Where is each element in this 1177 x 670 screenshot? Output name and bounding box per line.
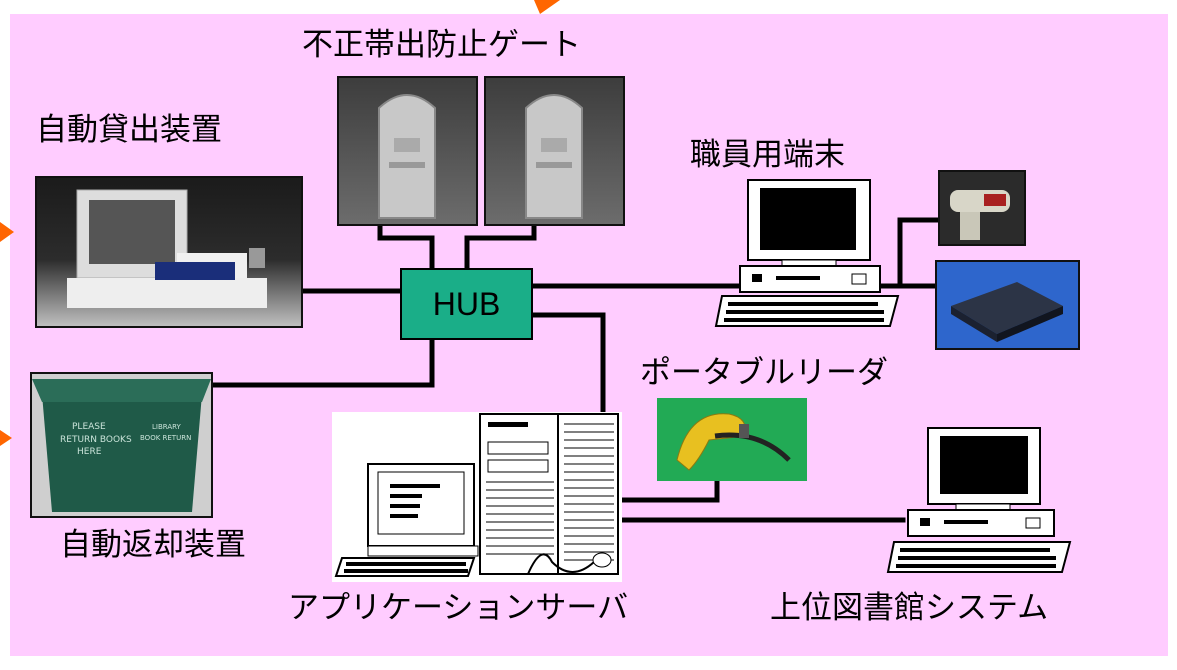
svg-text:RETURN BOOKS: RETURN BOOKS [60,435,132,445]
self-return-photo: PLEASE RETURN BOOKS HERE LIBRARY BOOK RE… [30,372,213,518]
staff-terminal-icon [714,179,900,327]
server-computer-icon [334,413,619,577]
security-gate-photo-left [337,76,478,226]
self-checkout-photo [35,176,303,328]
application-server-image [332,412,622,582]
hub-label: HUB [432,285,501,322]
security-gate-photo-right [484,76,625,226]
svg-text:PLEASE: PLEASE [72,422,106,432]
portable-reader-label: ポータブルリーダ [640,355,888,391]
network-hub: HUB [400,268,533,340]
gate-panel-icon [525,94,583,219]
svg-text:HERE: HERE [77,447,102,457]
upper-system-label: 上位図書館システム [770,590,1049,626]
upper-library-system-icon [886,427,1072,573]
app-server-label: アプリケーションサーバ [288,590,629,626]
reader-box-icon [951,282,1063,342]
checkout-machine-icon [67,189,267,308]
portable-reader-photo [657,398,807,481]
svg-text:LIBRARY: LIBRARY [152,423,182,431]
handheld-reader-icon [676,413,791,471]
self-return-label: 自動返却装置 [60,527,246,563]
rfid-reader-box-photo [935,260,1080,350]
gate-label: 不正帯出防止ゲート [302,27,581,63]
svg-text:BOOK RETURN: BOOK RETURN [140,434,191,442]
scanner-icon [950,190,1010,240]
gate-panel-icon [378,94,436,219]
barcode-scanner-photo [938,170,1026,246]
staff-terminal-label: 職員用端末 [690,137,845,173]
self-checkout-label: 自動貸出装置 [36,112,222,148]
return-box-icon: PLEASE RETURN BOOKS HERE LIBRARY BOOK RE… [32,379,211,512]
